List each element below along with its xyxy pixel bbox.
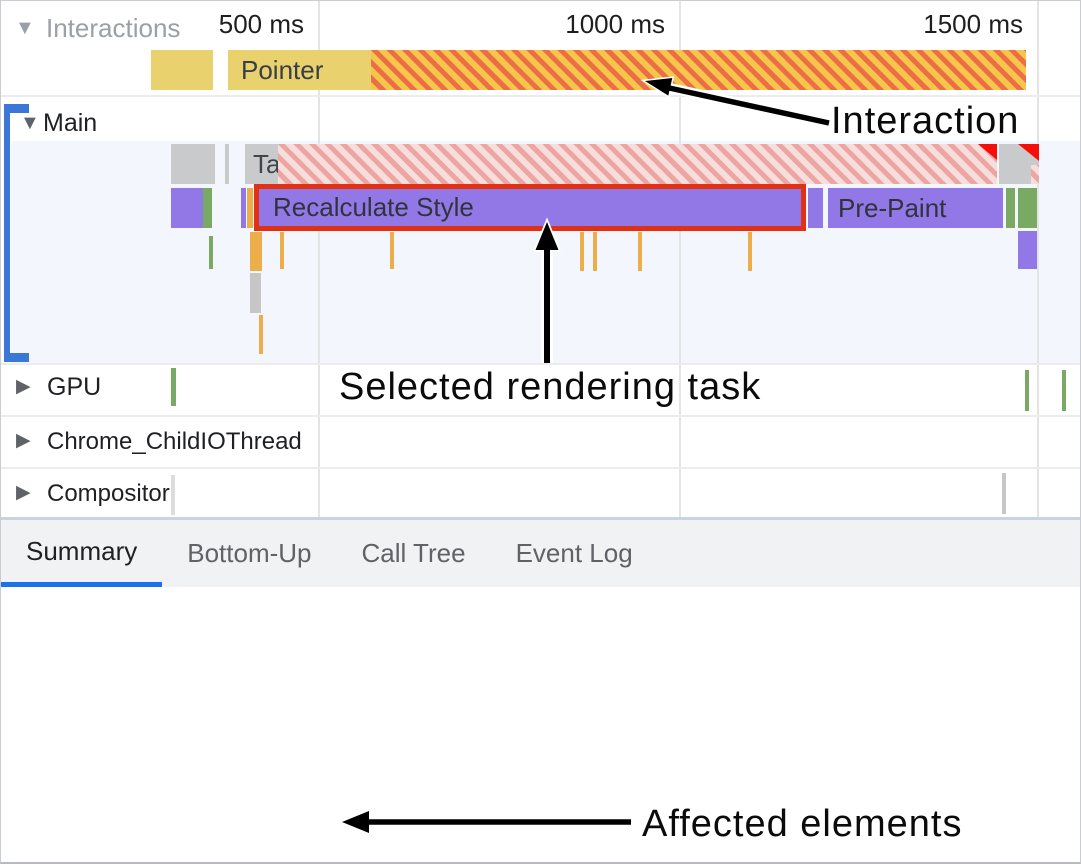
- track-separator: [1, 363, 1080, 365]
- compositor-tick-2[interactable]: [1002, 473, 1006, 514]
- compositor-expand-icon[interactable]: ▶: [16, 482, 31, 503]
- track-separator: [1, 95, 1080, 97]
- compositor-tick-1[interactable]: [171, 475, 175, 515]
- track-separator: [1, 415, 1080, 417]
- ruler-time-label: 1000 ms: [565, 9, 665, 39]
- pre-paint-bar[interactable]: Pre-Paint: [828, 188, 1003, 228]
- paint-event-block-2[interactable]: [1018, 188, 1037, 228]
- track-label-interactions[interactable]: Interactions: [46, 13, 181, 43]
- track-separator: [1, 467, 1080, 469]
- gpu-tick-2[interactable]: [1025, 370, 1029, 411]
- style-event-block[interactable]: [171, 188, 203, 228]
- nested-orange-tick-3[interactable]: [580, 232, 584, 271]
- style-event-sliver[interactable]: [241, 188, 246, 228]
- task-bar-hatch[interactable]: [278, 144, 997, 184]
- ruler-time-label: 1500 ms: [923, 9, 1023, 39]
- recalculate-style-bar-selected-label: Recalculate Style: [273, 192, 474, 222]
- nested-orange-tick-7[interactable]: [259, 315, 263, 354]
- gridline: [1037, 1, 1039, 518]
- script-event-sliver[interactable]: [247, 188, 253, 228]
- style-event-after[interactable]: [808, 188, 823, 228]
- annotation-interaction: Interaction: [831, 100, 1020, 142]
- task-block-2-hatch[interactable]: [1031, 165, 1039, 184]
- nested-green-tick[interactable]: [209, 236, 213, 269]
- tab-call-tree[interactable]: Call Tree: [361, 538, 466, 568]
- panel-divider: [1, 517, 1080, 520]
- pointer-interaction-bar-label: Pointer: [241, 55, 324, 85]
- paint-event-block[interactable]: [203, 188, 212, 228]
- annotation-selected-task: Selected rendering task: [339, 366, 762, 408]
- nested-gray-block[interactable]: [250, 273, 261, 313]
- nested-orange-tick-6[interactable]: [748, 232, 752, 271]
- annotation-affected-elements: Affected elements: [642, 803, 963, 845]
- gpu-tick-1[interactable]: [171, 368, 176, 406]
- nested-orange-tick-4[interactable]: [593, 232, 597, 271]
- main-task-sliver[interactable]: [225, 144, 229, 184]
- details-tab-bar: Summary Bottom-Up Call Tree Event Log: [1, 520, 1080, 587]
- childio-expand-icon[interactable]: ▶: [16, 430, 31, 451]
- pre-paint-bar-label: Pre-Paint: [838, 193, 947, 223]
- interaction-event-bar[interactable]: [151, 50, 213, 90]
- nested-orange-tick-5[interactable]: [638, 232, 642, 271]
- flame-chart-timeline[interactable]: ▼ Interactions 500 ms 1000 ms 1500 ms ▼ Ma…: [1, 1, 1080, 518]
- tab-event-log[interactable]: Event Log: [515, 538, 633, 568]
- summary-pane: Recalculate Style Total Time752.09 msSel…: [1, 587, 1080, 862]
- gridline: [318, 1, 320, 518]
- interactions-expand-icon[interactable]: ▼: [15, 17, 35, 39]
- tab-bottom-up[interactable]: Bottom-Up: [187, 538, 312, 568]
- tab-summary[interactable]: Summary: [1, 520, 163, 587]
- nested-orange-tick-1[interactable]: [280, 232, 284, 269]
- gpu-expand-icon[interactable]: ▶: [16, 376, 31, 397]
- main-task-block[interactable]: [171, 144, 215, 184]
- track-label-childio[interactable]: Chrome_ChildIOThread: [47, 428, 302, 455]
- selected-track-bracket: [4, 104, 29, 362]
- nested-purple-block[interactable]: [1018, 231, 1037, 269]
- nested-orange-block[interactable]: [250, 232, 262, 271]
- gridline: [679, 1, 681, 518]
- gpu-tick-3[interactable]: [1062, 370, 1066, 411]
- track-label-main[interactable]: Main: [43, 109, 98, 137]
- nested-orange-tick-2[interactable]: [390, 232, 394, 269]
- pointer-interaction-hatch[interactable]: [371, 50, 1026, 90]
- paint-event-sliver[interactable]: [1006, 188, 1015, 228]
- track-label-gpu[interactable]: GPU: [47, 373, 102, 401]
- recalculate-style-bar-selected[interactable]: Recalculate Style: [254, 184, 806, 231]
- track-label-compositor[interactable]: Compositor: [47, 480, 170, 507]
- ruler-time-label: 500 ms: [218, 9, 304, 39]
- main-expand-icon[interactable]: ▼: [20, 112, 40, 134]
